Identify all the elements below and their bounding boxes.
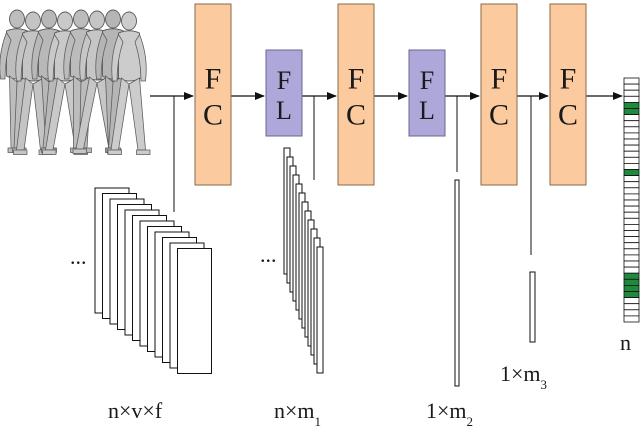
block-fl2: FL bbox=[408, 49, 446, 137]
block-fc4-box bbox=[549, 3, 587, 186]
vector-1xm2 bbox=[454, 179, 460, 387]
fl1-stack-sheet bbox=[316, 246, 324, 374]
output-vector-cell bbox=[623, 254, 640, 262]
block-fc3-box bbox=[480, 3, 518, 186]
block-fc4-label-bottom: C bbox=[558, 99, 578, 132]
block-fc2-label-top: F bbox=[348, 63, 365, 96]
output-vector-cell bbox=[623, 150, 640, 158]
output-vector-cell bbox=[623, 223, 640, 231]
output-vector-cell bbox=[623, 95, 640, 103]
fl1-stack-ellipsis: ... bbox=[260, 242, 277, 267]
block-fc1-label-top: F bbox=[205, 63, 222, 96]
output-vector-cell bbox=[623, 181, 640, 189]
output-vector-cell bbox=[623, 236, 640, 244]
output-vector-cell bbox=[623, 278, 640, 286]
output-vector-cell bbox=[623, 303, 640, 311]
output-vector-cell bbox=[623, 217, 640, 225]
output-vector-cell bbox=[623, 248, 640, 256]
output-vector-cell bbox=[623, 260, 640, 268]
output-vector-cell bbox=[623, 272, 640, 280]
block-fc3-label-bottom: C bbox=[489, 99, 509, 132]
output-vector-cell bbox=[623, 315, 640, 323]
output-vector-cell bbox=[623, 156, 640, 164]
block-fc1: FC bbox=[194, 3, 232, 186]
output-vector-cell bbox=[623, 108, 640, 115]
label-fl1-dims: n×m1 bbox=[274, 398, 321, 428]
label-fc3-dims: 1×m3 bbox=[500, 361, 547, 392]
block-fl1-box bbox=[265, 49, 303, 137]
block-fl2-label-top: F bbox=[420, 66, 434, 95]
output-vector-cell bbox=[623, 199, 640, 207]
output-vector-cell bbox=[623, 162, 640, 170]
input-stack-ellipsis: ... bbox=[70, 244, 87, 269]
walking-human-mesh-sequence-icon bbox=[0, 9, 151, 155]
output-vector-cell bbox=[623, 284, 640, 292]
output-vector-cell bbox=[623, 266, 640, 274]
output-vector-cell bbox=[623, 242, 640, 250]
output-vector-cell bbox=[623, 169, 640, 176]
block-fc3: FC bbox=[480, 3, 518, 186]
label-output-dims: n bbox=[620, 330, 631, 355]
output-vector-cell bbox=[623, 89, 640, 97]
output-vector-cell bbox=[623, 193, 640, 201]
block-fl1: FL bbox=[265, 49, 303, 137]
block-fc2: FC bbox=[337, 3, 375, 186]
fl1-feature-stack bbox=[283, 147, 324, 374]
block-fc4-label-top: F bbox=[560, 63, 577, 96]
output-vector-cell bbox=[623, 132, 640, 140]
output-vector-cell bbox=[623, 309, 640, 317]
block-fl1-label-bottom: L bbox=[276, 96, 292, 125]
output-vector-cell bbox=[623, 126, 640, 134]
output-vector-cell bbox=[623, 102, 640, 109]
output-vector-cell bbox=[623, 77, 640, 85]
output-vector-cell bbox=[623, 211, 640, 219]
label-input-dims: n×v×f bbox=[108, 398, 163, 423]
block-fc3-label-top: F bbox=[491, 63, 508, 96]
output-vector-cell bbox=[623, 120, 640, 128]
block-fl2-label-bottom: L bbox=[419, 96, 435, 125]
block-fc2-box bbox=[337, 3, 375, 186]
label-fc2-dims: 1×m2 bbox=[426, 398, 473, 428]
output-vector bbox=[623, 77, 640, 323]
output-vector-cell bbox=[623, 83, 640, 91]
output-vector-cell bbox=[623, 187, 640, 195]
output-vector-cell bbox=[623, 138, 640, 146]
output-vector-cell bbox=[623, 205, 640, 213]
output-vector-cell bbox=[623, 175, 640, 183]
block-fl2-box bbox=[408, 49, 446, 137]
block-fc1-box bbox=[194, 3, 232, 186]
block-fc1-label-bottom: C bbox=[203, 99, 223, 132]
output-vector-cell bbox=[623, 230, 640, 237]
output-vector-cell bbox=[623, 291, 640, 298]
input-stack-sheet bbox=[177, 248, 212, 374]
block-fl1-label-top: F bbox=[277, 66, 291, 95]
human-mesh-figure bbox=[107, 11, 151, 155]
output-vector-cell bbox=[623, 144, 640, 152]
block-fc2-label-bottom: C bbox=[346, 99, 366, 132]
input-feature-stack bbox=[94, 187, 212, 374]
vector-1xm3 bbox=[529, 271, 536, 343]
output-vector-cell bbox=[623, 297, 640, 305]
block-fc4: FC bbox=[549, 3, 587, 186]
output-vector-cell bbox=[623, 114, 640, 122]
